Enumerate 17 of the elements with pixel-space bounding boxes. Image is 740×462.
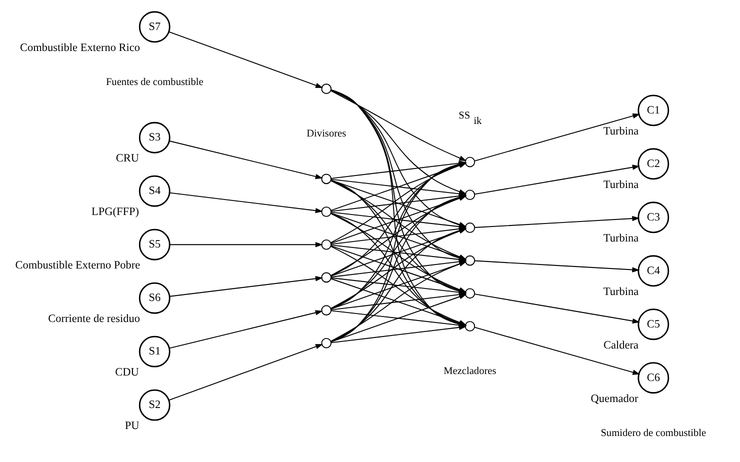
node-label: PU — [124, 420, 140, 432]
node-label: Corriente de residuo — [48, 313, 140, 326]
node-label: Combustible Externo Pobre — [15, 260, 140, 272]
node-label: LPG(FFP) — [91, 206, 139, 218]
node-label: Turbina — [603, 286, 639, 298]
label: Fuentes de combustible — [106, 76, 204, 88]
node-label: Quemador — [590, 392, 638, 405]
label: Mezcladores — [444, 366, 496, 377]
node-label: Turbina — [603, 178, 639, 191]
node-label: Turbina — [603, 232, 639, 244]
label: Divisores — [306, 128, 346, 140]
node-label: CRU — [116, 152, 139, 165]
node-label: CDU — [115, 366, 139, 379]
node-label: Turbina — [603, 125, 639, 138]
node-label: Caldera — [604, 339, 639, 352]
node-label: Combustible Externo Rico — [20, 42, 140, 54]
label: Sumidero de combustible — [600, 428, 706, 439]
